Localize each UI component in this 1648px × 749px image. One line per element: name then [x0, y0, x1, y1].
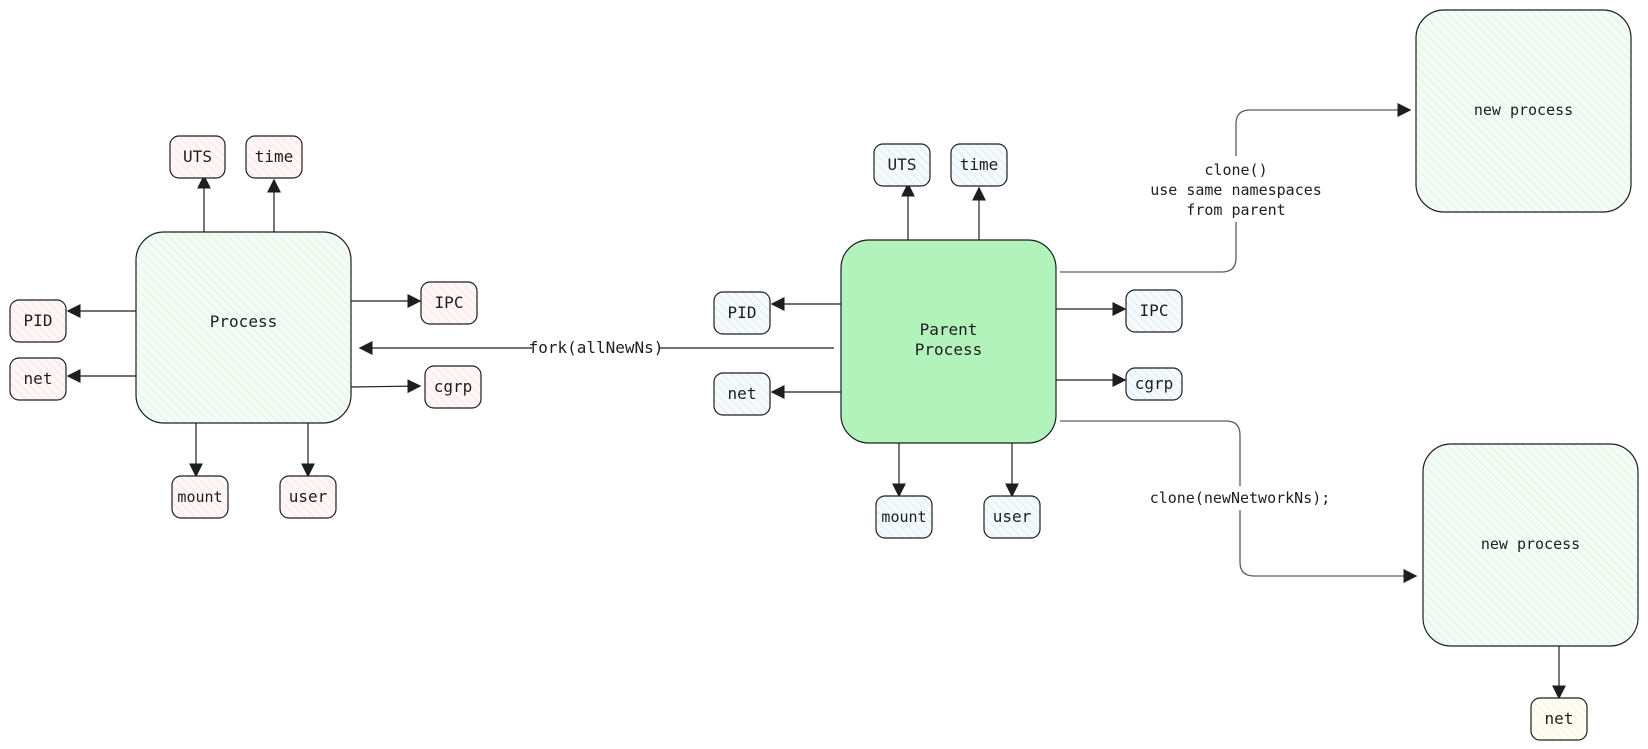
parent-ns-ipc: [1125, 289, 1183, 333]
left-ns-cgrp-label: cgrp: [434, 377, 473, 396]
left-ns-user-label: user: [289, 487, 328, 506]
edge-left-cgrp: [350, 379, 422, 394]
left-ns-user: [279, 475, 337, 519]
parent-ns-pid: [713, 291, 771, 335]
parent-ns-cgrp: [1125, 367, 1183, 401]
parent-ns-net-label: net: [728, 384, 757, 403]
clone-same-label-line3: from parent: [1186, 201, 1285, 219]
left-ns-time: [245, 135, 303, 179]
clone-net-label-bg: [1150, 486, 1330, 510]
fork-edge-group: fork(allNewNs): [358, 338, 834, 357]
parent-ns-mount: [875, 495, 933, 539]
left-ns-pid: [9, 299, 67, 343]
left-process-box: [135, 231, 352, 424]
clone-net-ns-net: [1530, 697, 1588, 741]
clone-same-target-box: [1415, 9, 1632, 213]
clone-net-target-box: [1422, 443, 1639, 647]
clone-same-label-bg: [1140, 156, 1336, 222]
parent-process-label-line1: Parent: [920, 320, 978, 339]
clone-same-target-label: new process: [1474, 101, 1573, 119]
left-ns-net: [9, 357, 67, 401]
parent-process-label-line2: Process: [915, 340, 982, 359]
left-ns-mount-label: mount: [177, 488, 222, 506]
left-ns-cgrp: [424, 365, 482, 409]
parent-process-group: Parent Process UTS time PID net IPC cgrp…: [713, 143, 1183, 539]
fork-label: fork(allNewNs): [529, 338, 664, 357]
left-ns-uts: [169, 135, 226, 179]
parent-ns-time: [950, 143, 1008, 187]
left-ns-net-label: net: [24, 369, 53, 388]
clone-same-group: clone() use same namespaces from parent …: [1060, 9, 1632, 273]
parent-ns-user: [983, 495, 1041, 539]
clone-same-label-line2: use same namespaces: [1150, 181, 1322, 199]
left-ns-ipc-label: IPC: [435, 293, 464, 312]
parent-ns-uts: [873, 143, 931, 187]
clone-net-group: clone(newNetworkNs); new process net: [1060, 420, 1639, 741]
parent-process-box: [840, 239, 1057, 444]
parent-ns-net: [713, 372, 771, 416]
parent-ns-uts-label: UTS: [888, 155, 917, 174]
left-process-group: Process UTS time PID net IPC cgrp mount …: [9, 135, 482, 519]
parent-ns-pid-label: PID: [728, 303, 757, 322]
parent-ns-user-label: user: [993, 507, 1032, 526]
left-ns-ipc: [420, 281, 478, 325]
clone-net-ns-net-label: net: [1545, 709, 1574, 728]
clone-same-label-line1: clone(): [1204, 161, 1267, 179]
left-ns-mount: [171, 475, 229, 519]
parent-ns-mount-label: mount: [881, 508, 926, 526]
parent-ns-ipc-label: IPC: [1140, 301, 1169, 320]
left-ns-uts-label: UTS: [183, 147, 212, 166]
clone-net-label: clone(newNetworkNs);: [1150, 489, 1331, 507]
left-ns-time-label: time: [255, 147, 294, 166]
parent-ns-time-label: time: [960, 155, 999, 174]
left-ns-pid-label: PID: [24, 311, 53, 330]
clone-net-target-label: new process: [1481, 535, 1580, 553]
parent-ns-cgrp-label: cgrp: [1135, 374, 1174, 393]
left-process-label: Process: [210, 312, 277, 331]
